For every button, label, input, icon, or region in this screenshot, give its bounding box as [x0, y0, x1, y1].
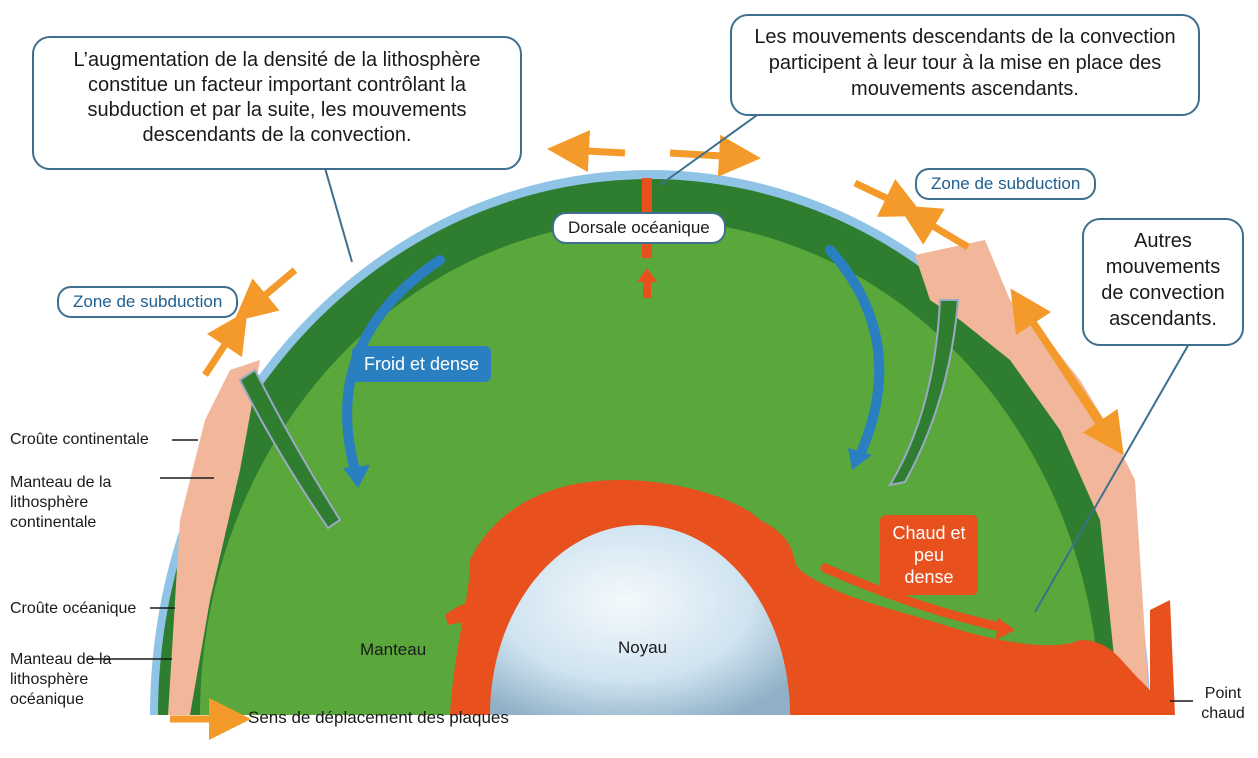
zone-hot: Chaud et peu dense	[880, 515, 978, 595]
callout-other-ascending: Autres mouvements de convection ascendan…	[1082, 218, 1244, 346]
right-slab	[887, 299, 960, 487]
hot-branch-left	[445, 601, 495, 625]
label-mantle: Manteau	[360, 640, 427, 659]
zone-cold: Froid et dense	[352, 346, 492, 382]
hot-arrow-head	[996, 618, 1015, 640]
hot-branch-hotspot	[1150, 600, 1175, 715]
label-core: Noyau	[618, 638, 668, 657]
label-oceanic-mantle: Manteau de la lithosphère océanique	[10, 651, 112, 708]
core	[490, 525, 790, 715]
callout-density: L’augmentation de la densité de la litho…	[32, 36, 522, 170]
legend-plates-direction: Sens de déplacement des plaques	[248, 708, 509, 727]
callout-pointer-asc	[1034, 341, 1191, 613]
tag-ridge: Dorsale océanique	[552, 212, 726, 244]
cold-arrow-right-head	[848, 448, 872, 470]
tag-subduction-right: Zone de subduction	[915, 168, 1097, 200]
left-label-lines	[88, 439, 214, 660]
callout-descending: Les mouvements descendants de la convect…	[730, 14, 1200, 116]
continental-crust-left	[168, 360, 260, 715]
tag-subduction-left: Zone de subduction	[57, 286, 239, 318]
label-continental-crust: Croûte continentale	[10, 431, 149, 448]
left-slab	[238, 368, 342, 530]
plate-arrow-right-back	[1019, 304, 1124, 456]
label-continental-mantle: Manteau de la lithosphère continentale	[10, 474, 112, 531]
hot-arrow	[820, 563, 1010, 633]
label-oceanic-crust: Croûte océanique	[10, 600, 137, 617]
callout-pointer-left	[324, 167, 353, 263]
callout-pointer-right	[659, 112, 761, 186]
label-hotspot: Point chaud	[1201, 685, 1245, 722]
cold-arrow-left-head	[343, 465, 370, 488]
ridge-up-arrow	[637, 268, 657, 298]
cold-arrow-right	[825, 245, 885, 460]
